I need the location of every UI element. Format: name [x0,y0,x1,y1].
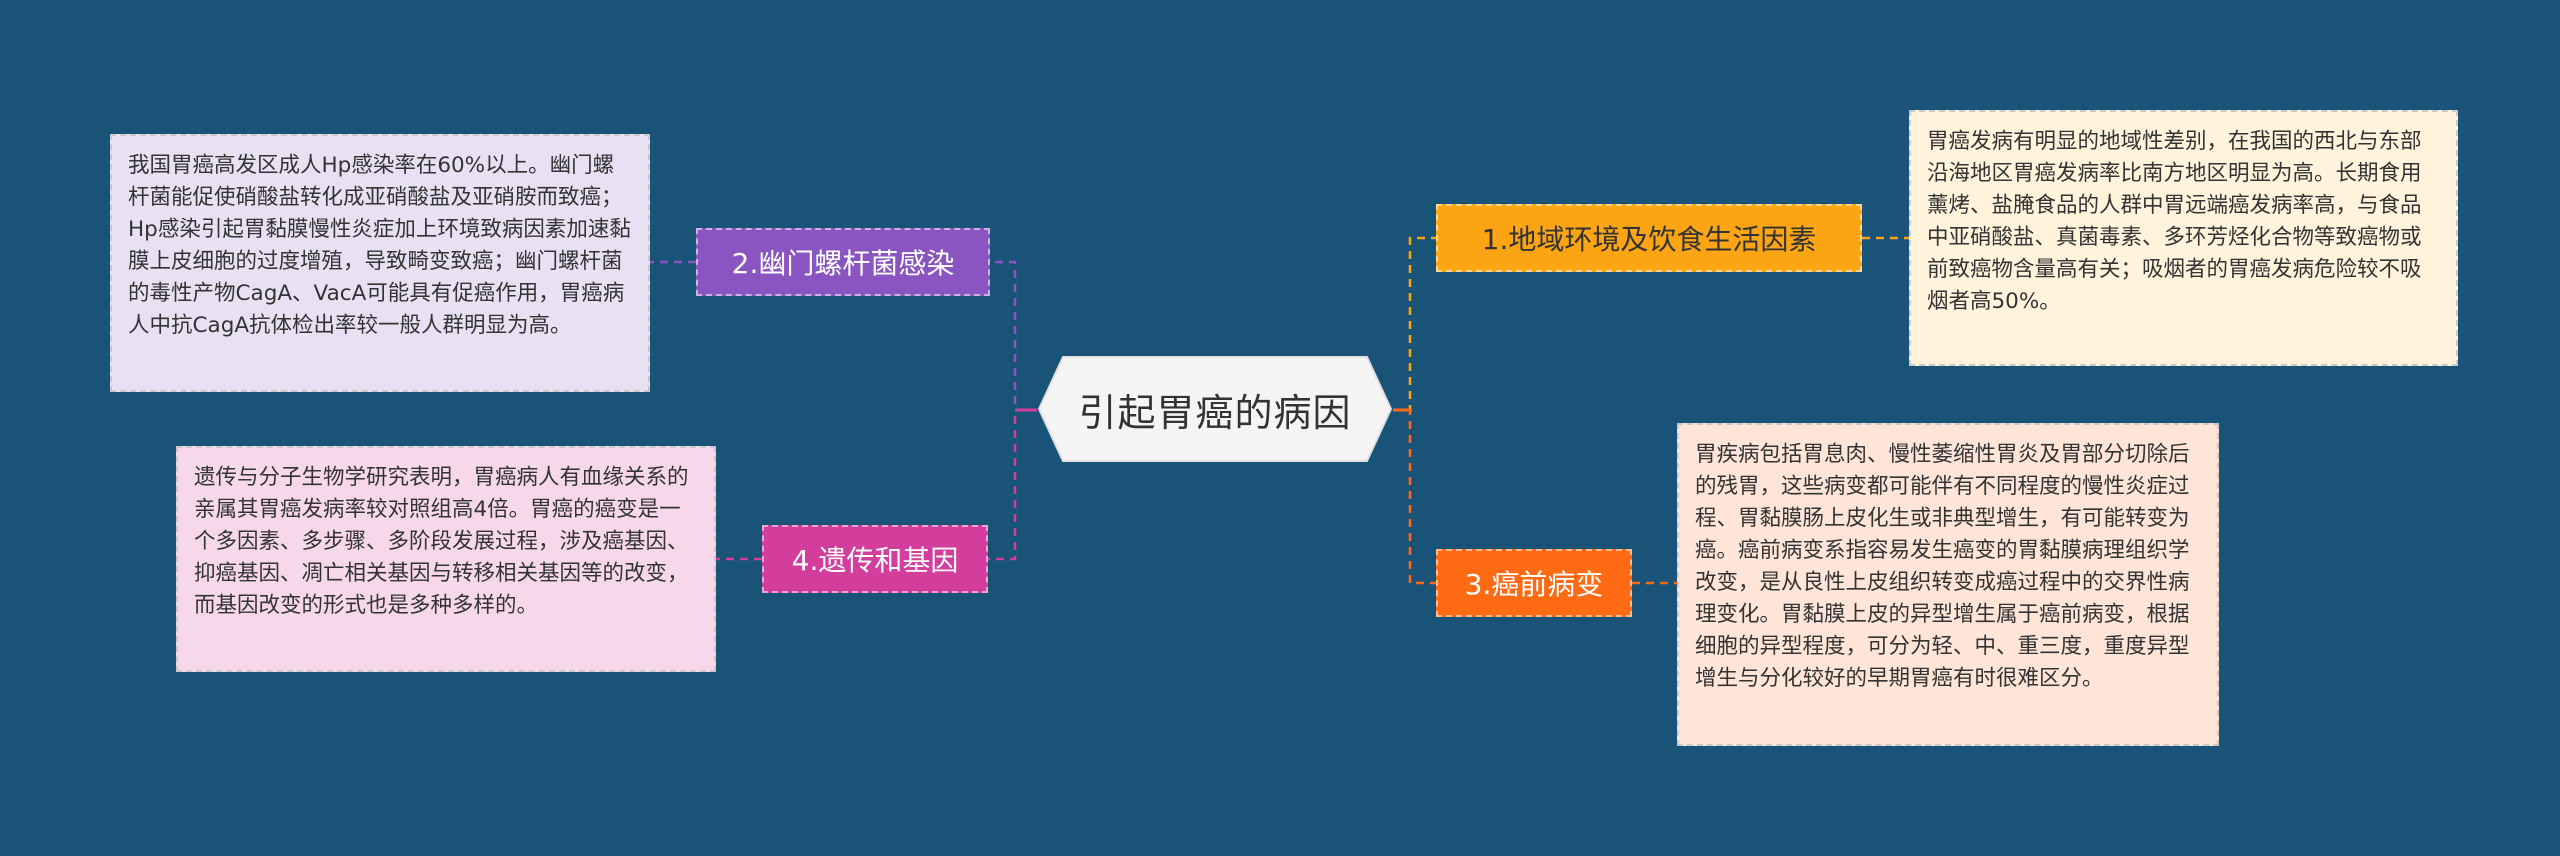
center-topic-title: 引起胃癌的病因 [1078,390,1352,435]
branch-label: 1.地域环境及饮食生活因素 [1481,223,1817,256]
branch-precancerous[interactable]: 3.癌前病变 [1436,549,1632,617]
branch-label: 4.遗传和基因 [791,544,959,577]
center-topic[interactable]: 引起胃癌的病因 [1037,355,1393,463]
note-precancerous[interactable]: 胃疾病包括胃息肉、慢性萎缩性胃炎及胃部分切除后的残胃，这些病变都可能伴有不同程度… [1677,423,2219,746]
branch-helicobacter[interactable]: 2.幽门螺杆菌感染 [696,228,990,296]
note-genetics[interactable]: 遗传与分子生物学研究表明，胃癌病人有血缘关系的亲属其胃癌发病率较对照组高4倍。胃… [176,446,716,672]
note-helicobacter[interactable]: 我国胃癌高发区成人Hp感染率在60%以上。幽门螺杆菌能促使硝酸盐转化成亚硝酸盐及… [110,134,650,392]
connector-center-branch2 [990,260,1037,412]
center-hexagon [1037,356,1393,462]
connector-center-branch4 [988,408,1037,561]
branch-genetics[interactable]: 4.遗传和基因 [762,525,988,593]
connector-center-branch1 [1393,236,1436,412]
note-geography-diet[interactable]: 胃癌发病有明显的地域性差别，在我国的西北与东部沿海地区胃癌发病率比南方地区明显为… [1909,110,2458,366]
branch-label: 2.幽门螺杆菌感染 [731,247,955,280]
connector-center-branch3 [1393,408,1436,585]
branch-geography-diet[interactable]: 1.地域环境及饮食生活因素 [1436,204,1862,272]
branch-label: 3.癌前病变 [1464,568,1604,601]
